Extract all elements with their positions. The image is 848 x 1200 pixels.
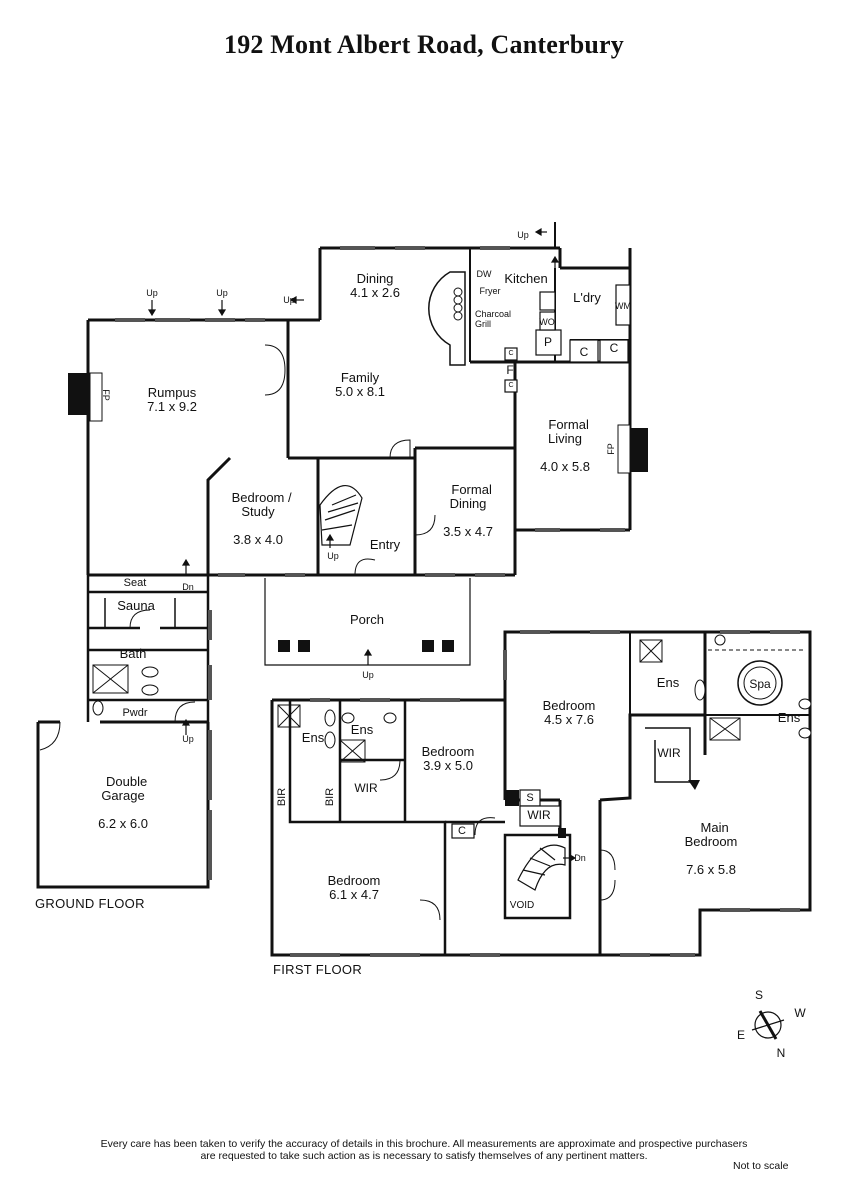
room-rumpus: Rumpus 7.1 x 9.2 [147,386,197,414]
stair-up-label: Up [146,288,158,298]
room-wir: WIR [657,746,681,760]
room-name: Bedroom [421,744,475,759]
room-bath: Bath [119,646,147,661]
room-bedroom-study: Bedroom / Study 3.8 x 4.0 [224,477,292,561]
room-name: Formal Living [548,417,589,446]
room-name: Family [340,370,380,385]
room-ensuite: Ens [350,722,374,737]
room-dining: Dining 4.1 x 2.6 [350,272,400,300]
compass-south: S [754,988,764,1002]
room-dimensions: 3.9 x 5.0 [423,758,473,773]
room-kitchen: Kitchen [504,271,548,286]
stair-down-label: Dn [182,582,194,592]
cupboard-label: C [579,345,589,359]
disclaimer-line-1: Every care has been taken to verify the … [100,1138,748,1150]
not-to-scale-note: Not to scale [733,1160,789,1172]
room-dimensions: 4.5 x 7.6 [544,712,594,727]
stair-up-label: Up [517,230,529,240]
cupboard-label: C [458,825,466,837]
room-formal-living: Formal Living 4.0 x 5.8 [540,404,590,488]
room-wir: WIR [527,808,551,822]
room-bir: BIR [324,787,336,807]
stair-up-label: Up [327,551,339,561]
compass-east: E [736,1028,746,1042]
room-ensuite: Ens [777,710,801,725]
room-name: Main Bedroom [684,820,738,849]
powder-room-label: Pwdr [122,707,148,719]
cupboard-label: C [508,382,514,389]
room-name: Formal Dining [449,482,492,511]
room-dimensions: 6.1 x 4.7 [329,887,379,902]
room-porch: Porch [350,612,384,627]
room-name: Bedroom [327,873,381,888]
room-dimensions: 3.5 x 4.7 [443,524,493,539]
room-family: Family 5.0 x 8.1 [335,371,385,399]
room-dimensions: 4.1 x 2.6 [350,285,400,300]
room-dimensions: 4.0 x 5.8 [540,459,590,474]
fireplace-label: FP [101,389,111,401]
stair-up-label: Up [182,734,194,744]
room-dimensions: 6.2 x 6.0 [98,816,148,831]
room-name: Double Garage [101,774,148,803]
room-dimensions: 7.6 x 5.8 [686,862,736,877]
dishwasher-label: DW [476,269,492,279]
compass-west: W [794,1006,806,1020]
washing-machine-label: WM [615,301,631,311]
room-dimensions: 7.1 x 9.2 [147,399,197,414]
room-main-bedroom: Main Bedroom 7.6 x 5.8 [685,807,738,891]
room-formal-dining: Formal Dining 3.5 x 4.7 [443,469,493,553]
seat-label: Seat [123,577,147,589]
disclaimer-line-2: are requested to take such action as is … [200,1150,648,1162]
cupboard-label: C [508,350,514,357]
room-dimensions: 3.8 x 4.0 [233,532,283,547]
pantry-label: P [543,335,553,349]
room-name: Bedroom / Study [231,490,292,519]
room-bedroom: Bedroom 4.5 x 7.6 [543,699,596,727]
room-bir: BIR [276,787,288,807]
room-wir: WIR [354,781,378,795]
stair-down-label: Dn [574,853,586,863]
ground-floor-label: GROUND FLOOR [35,896,145,911]
room-spa: Spa [749,677,771,691]
first-floor-label: FIRST FLOOR [273,962,363,977]
room-name: Dining [356,271,394,286]
room-name: Rumpus [147,385,197,400]
room-ensuite: Ens [301,730,325,745]
fridge-label: F [506,363,514,377]
fryer-label: Fryer [479,286,501,296]
stair-up-label: Up [283,295,295,305]
room-void: VOID [509,900,535,911]
compass-north: N [776,1046,786,1060]
cupboard-label: C [609,341,619,355]
room-entry: Entry [369,537,401,552]
charcoal-grill-label: Charcoal Grill [474,309,512,329]
room-dimensions: 5.0 x 8.1 [335,384,385,399]
room-bedroom: Bedroom 6.1 x 4.7 [328,874,381,902]
fireplace-label: FP [606,443,616,455]
room-name: Bedroom [542,698,596,713]
page-title: 192 Mont Albert Road, Canterbury [224,30,624,59]
stair-up-label: Up [216,288,228,298]
storage-label: S [526,792,534,804]
stair-up-label: Up [362,670,374,680]
room-sauna: Sauna [117,598,155,613]
room-bedroom: Bedroom 3.9 x 5.0 [422,745,475,773]
room-double-garage: Double Garage 6.2 x 6.0 [98,761,148,845]
wall-oven-label: WO [539,317,555,327]
room-laundry: L'dry [573,290,601,305]
room-ensuite: Ens [656,675,680,690]
